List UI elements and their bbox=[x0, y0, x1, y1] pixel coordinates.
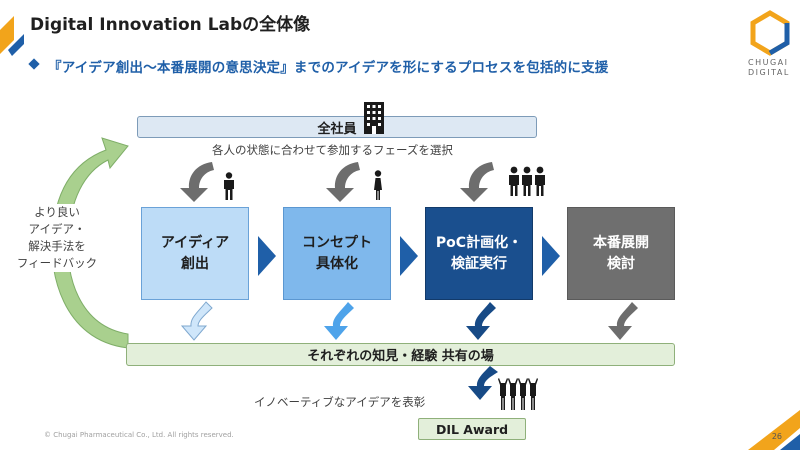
dil-award-box: DIL Award bbox=[418, 418, 526, 440]
stage-poc: PoC計画化・ 検証実行 bbox=[425, 207, 533, 300]
arrow-to-award bbox=[468, 366, 498, 400]
corner-accent-bottom-right bbox=[748, 410, 800, 450]
page-number: 26 bbox=[771, 432, 782, 441]
logo-text: CHUGAI DIGITAL bbox=[748, 58, 790, 78]
phase-selection-caption: 各人の状態に合わせて参加するフェーズを選択 bbox=[212, 143, 453, 157]
stage-production: 本番展開 検討 bbox=[567, 207, 675, 300]
stage-3-line-1: PoC計画化・ bbox=[435, 234, 523, 251]
stage-1-line-1: アイディア bbox=[160, 234, 230, 251]
feedback-line-2: アイデア・ bbox=[28, 222, 86, 236]
arrow-light-blue bbox=[180, 301, 213, 341]
person-icon bbox=[224, 172, 234, 200]
feedback-line-3: 解決手法を bbox=[28, 239, 86, 253]
corner-accent-top-left bbox=[0, 16, 24, 56]
stage-4-line-2: 検討 bbox=[607, 255, 635, 272]
chevron-right-icon bbox=[258, 236, 276, 276]
chevron-right-icon bbox=[400, 236, 418, 276]
group-icon bbox=[509, 166, 545, 196]
shared-knowledge-bar: それぞれの知見・経験 共有の場 bbox=[126, 343, 675, 366]
cheering-group-icon bbox=[498, 378, 538, 410]
building-icon bbox=[364, 102, 384, 134]
dil-award-label: DIL Award bbox=[435, 421, 509, 437]
stage-2-line-2: 具体化 bbox=[316, 255, 358, 272]
page-title: Digital Innovation Labの全体像 bbox=[30, 15, 311, 35]
arrow-dark-blue bbox=[466, 302, 496, 340]
logo-line-2: DIGITAL bbox=[748, 68, 790, 77]
arrow-grey bbox=[608, 302, 638, 340]
all-employees-bar: 全社員 bbox=[137, 116, 537, 138]
grey-arrow-1 bbox=[180, 162, 214, 202]
feedback-text: より良い アイデア・ 解決手法を フィードバック bbox=[14, 204, 100, 272]
stage-concept: コンセプト 具体化 bbox=[283, 207, 391, 300]
chevron-right-icon bbox=[542, 236, 560, 276]
arrow-mid-blue bbox=[324, 302, 354, 340]
grey-arrow-3 bbox=[460, 162, 494, 202]
page-subtitle: 『アイデア創出～本番展開の意思決定』までのアイデアを形にするプロセスを包括的に支… bbox=[48, 60, 609, 76]
stage-1-line-2: 創出 bbox=[181, 255, 209, 272]
stage-4-line-1: 本番展開 bbox=[593, 234, 649, 251]
stage-2-line-1: コンセプト bbox=[302, 234, 372, 251]
copyright-text: © Chugai Pharmaceutical Co., Ltd. All ri… bbox=[44, 431, 234, 439]
stage-idea-creation: アイディア 創出 bbox=[141, 207, 249, 300]
feedback-line-1: より良い bbox=[34, 205, 80, 219]
chugai-digital-logo-icon bbox=[750, 10, 790, 56]
logo-line-1: CHUGAI bbox=[748, 58, 789, 67]
shared-knowledge-label: それぞれの知見・経験 共有の場 bbox=[307, 349, 494, 364]
all-employees-label: 全社員 bbox=[317, 121, 357, 137]
stage-3-line-2: 検証実行 bbox=[451, 255, 507, 272]
woman-icon bbox=[374, 170, 382, 200]
grey-arrow-2 bbox=[326, 162, 360, 202]
feedback-line-4: フィードバック bbox=[16, 256, 98, 270]
award-caption: イノベーティブなアイデアを表彰 bbox=[254, 395, 426, 409]
